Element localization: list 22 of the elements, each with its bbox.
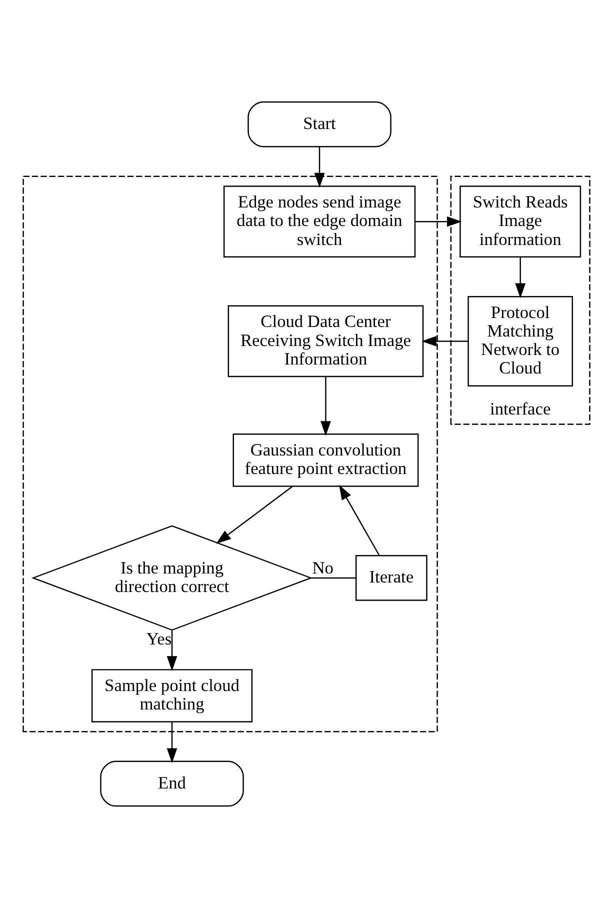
node-box: Gaussian convolution feature point extraction	[232, 434, 419, 487]
edge-label: Yes	[146, 630, 172, 649]
node-box: End	[100, 760, 244, 807]
arrow	[422, 336, 468, 346]
arrow	[515, 257, 526, 298]
node-box: Switch Reads Image information	[460, 186, 582, 258]
node-box: Iterate	[355, 555, 428, 601]
node-box: Cloud Data Center Receiving Switch Image Information	[228, 305, 424, 378]
node-box: Start	[248, 101, 392, 148]
arrow	[166, 630, 178, 671]
node-box: Sample point cloud matching	[91, 669, 253, 722]
node-box: Protocol Matching Network to Cloud	[468, 296, 573, 386]
arrow	[320, 376, 331, 436]
arrow	[339, 484, 380, 556]
arrow	[166, 722, 178, 764]
arrow	[216, 486, 293, 544]
arrow	[415, 216, 462, 227]
arrow	[314, 147, 325, 188]
connector	[310, 577, 356, 579]
node-box: Edge nodes send image data to the edge domain switch	[223, 186, 416, 258]
edge-label: No	[312, 558, 334, 578]
node-diamond: Is the mapping direction correct	[31, 525, 313, 631]
